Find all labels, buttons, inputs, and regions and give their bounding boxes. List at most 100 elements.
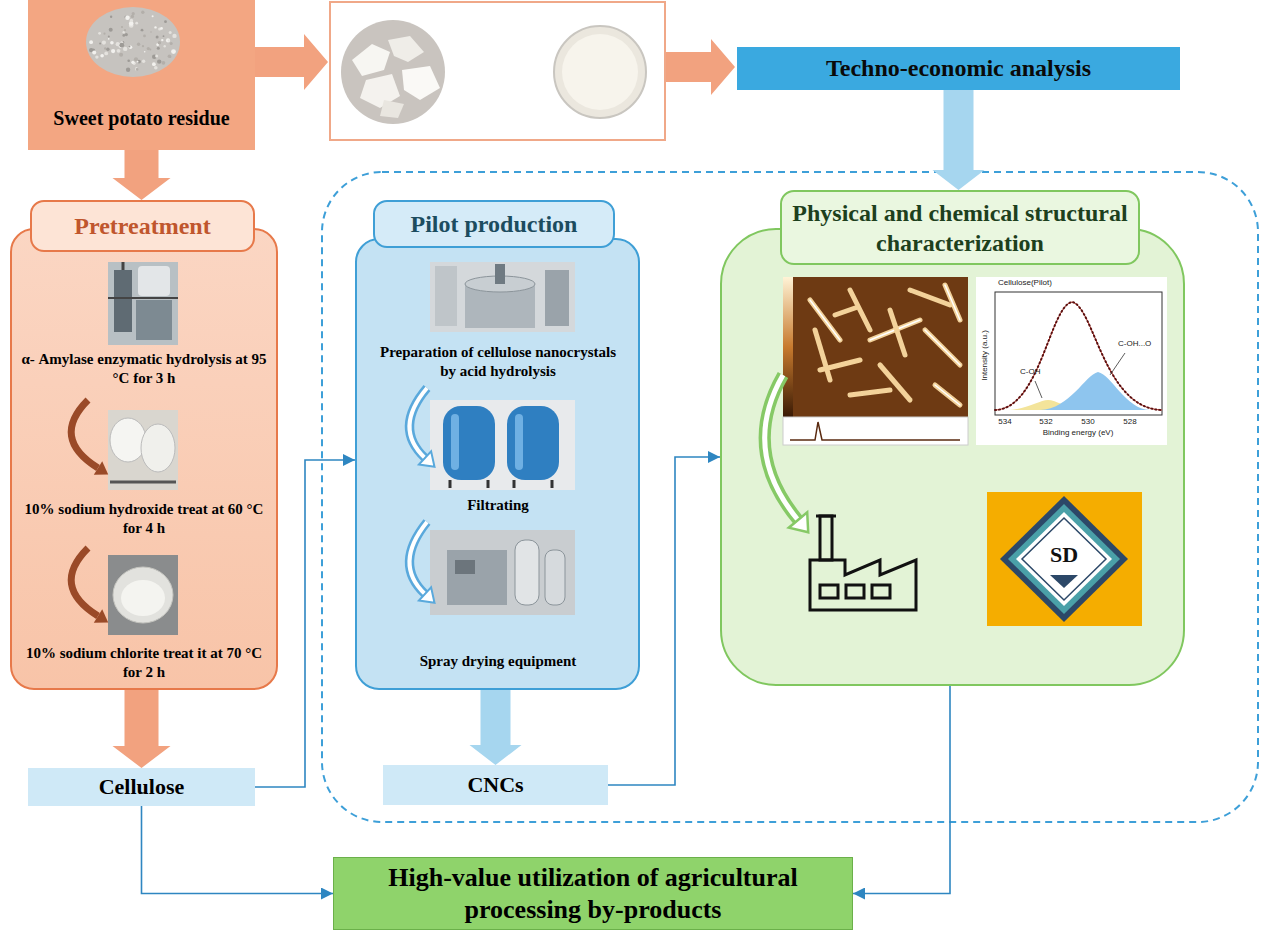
dashed-region xyxy=(322,172,1258,822)
step-arrow xyxy=(71,548,108,623)
step-label: Filtrating xyxy=(373,496,623,515)
logo-text: SD xyxy=(1050,543,1078,567)
box-label: High-value utilization of agricultural p… xyxy=(345,862,841,924)
illustration-shape xyxy=(102,41,106,45)
afm-image xyxy=(783,277,968,445)
illustration-shape xyxy=(124,29,126,31)
illustration-shape xyxy=(816,515,836,518)
illustration-shape xyxy=(945,285,960,320)
illustration-shape xyxy=(141,11,144,14)
flow-arrow xyxy=(113,150,171,200)
outcome-box: High-value utilization of agricultural p… xyxy=(333,857,853,930)
illustration-shape xyxy=(110,16,112,18)
illustration-shape xyxy=(104,47,106,49)
illustration-shape xyxy=(109,28,113,32)
illustration-shape xyxy=(430,530,575,615)
illustration-shape xyxy=(161,39,163,41)
illustration-shape xyxy=(987,492,1142,626)
stage-panel: Pretreatment α- Amylase enzymatic hydroly… xyxy=(10,200,278,690)
label-slot: 534 xyxy=(998,418,1011,427)
flow-arrow xyxy=(666,39,735,95)
text-slot: α- Amylase enzymatic hydrolysis at 95 °C… xyxy=(19,350,269,388)
illustration-shape xyxy=(113,567,173,623)
illustration-shape xyxy=(341,20,445,124)
illustration-shape xyxy=(995,302,1162,410)
chart-label: Binding energy (eV) xyxy=(1043,429,1114,438)
illustration-shape xyxy=(171,49,176,54)
illustration-shape xyxy=(925,330,960,365)
illustration-shape xyxy=(513,480,516,488)
connector-line xyxy=(853,686,950,894)
illustration-shape xyxy=(1050,575,1078,588)
illustration-shape xyxy=(137,43,140,46)
illustration-shape xyxy=(850,390,890,395)
label-slot: Cellulose(Pilot) xyxy=(998,279,1052,288)
text-slot: Spray drying equipment xyxy=(373,652,623,671)
text-slot: Preparation of cellulose nanocrystals by… xyxy=(373,343,623,381)
connector-line xyxy=(142,806,334,894)
illustration-shape xyxy=(169,31,172,34)
illustration-shape xyxy=(783,277,793,417)
label-slot: Intensity (a.u.) xyxy=(981,330,990,381)
step-arrow xyxy=(409,388,434,467)
illustration-shape xyxy=(515,540,539,605)
process-box: Techno-economic analysis xyxy=(737,47,1180,90)
illustration-shape xyxy=(163,35,165,37)
illustration-shape xyxy=(158,41,161,44)
illustration-shape xyxy=(976,277,1167,445)
chart-label: Intensity (a.u.) xyxy=(981,330,990,381)
step-arrow xyxy=(71,400,108,475)
illustration-shape xyxy=(103,33,105,35)
illustration-shape xyxy=(435,266,457,326)
illustration-shape xyxy=(409,388,427,458)
illustration-shape xyxy=(935,385,960,405)
illustration-shape xyxy=(935,385,960,405)
illustration-shape xyxy=(108,297,178,299)
illustration-shape xyxy=(455,560,475,574)
label-slot: C-OH...O xyxy=(1118,340,1151,349)
spray-dryer-photo xyxy=(430,530,575,615)
illustration-shape xyxy=(169,56,171,58)
illustration-shape xyxy=(419,587,435,602)
text-slot: Sweet potato residue xyxy=(28,106,255,130)
box-label: Sweet potato residue xyxy=(28,106,255,130)
step-label: 10% sodium hydroxide treat at 60 °C for … xyxy=(19,500,269,538)
illustration-shape xyxy=(108,36,110,38)
illustration-shape xyxy=(108,38,110,40)
label-slot: 532 xyxy=(1039,418,1052,427)
powder-photo xyxy=(86,7,180,77)
illustration-shape xyxy=(1000,496,1128,622)
flow-arrow xyxy=(113,690,171,768)
illustration-shape xyxy=(409,388,427,458)
illustration-shape xyxy=(409,522,427,594)
source-box: Sweet potato residue xyxy=(28,0,255,150)
product-box: Cellulose xyxy=(28,768,255,806)
illustration-shape xyxy=(108,555,178,635)
panel-heading: Pilot production xyxy=(373,200,615,248)
illustration-shape xyxy=(141,30,143,32)
illustration-shape xyxy=(129,45,133,49)
illustration-shape xyxy=(872,585,890,598)
illustration-shape xyxy=(94,609,108,623)
label-slot: C-OH xyxy=(1020,368,1040,377)
product-box: CNCs xyxy=(383,765,608,805)
illustration-shape xyxy=(116,42,120,46)
illustration-shape xyxy=(402,66,440,100)
illustration-shape xyxy=(419,451,435,466)
flow-arrow xyxy=(255,34,328,90)
illustration-shape xyxy=(157,47,160,50)
text-slot: Pretreatment xyxy=(30,200,255,252)
cellulose-photo xyxy=(341,20,445,124)
illustration-shape xyxy=(155,55,158,58)
illustration-shape xyxy=(170,42,173,45)
illustration-shape xyxy=(1110,353,1125,375)
factory-icon xyxy=(810,516,916,610)
flow-arrow xyxy=(470,690,522,765)
illustration-shape xyxy=(114,270,132,332)
illustration-shape xyxy=(995,302,1162,410)
label-slot: 530 xyxy=(1081,418,1094,427)
illustration-shape xyxy=(164,20,167,23)
photo-frame xyxy=(330,2,665,140)
illustration-shape xyxy=(144,51,146,53)
